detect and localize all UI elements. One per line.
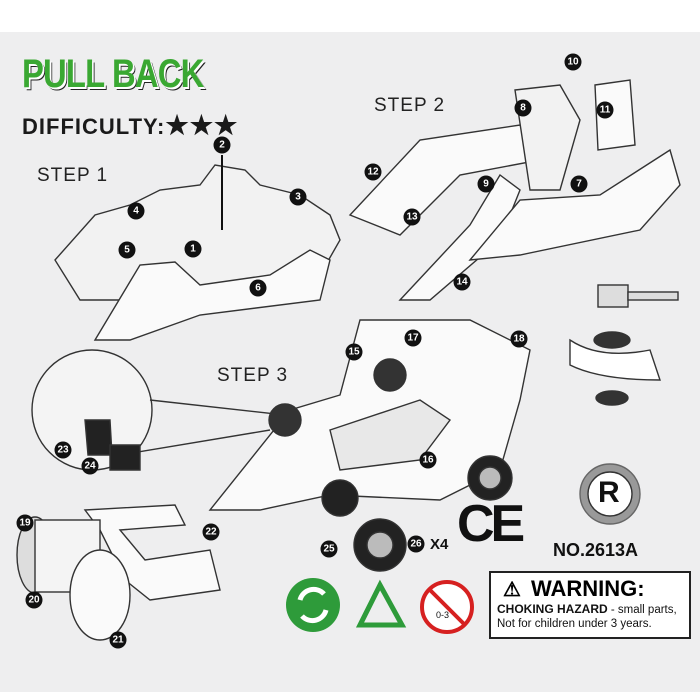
part-number-1: 1 xyxy=(184,240,202,258)
part-number-21: 21 xyxy=(109,631,127,649)
part-number-14: 14 xyxy=(453,273,471,291)
part-number-7: 7 xyxy=(570,175,588,193)
part-number-11: 11 xyxy=(596,101,614,119)
part-number-18: 18 xyxy=(510,330,528,348)
part-number-8: 8 xyxy=(514,99,532,117)
part-number-26: 26 xyxy=(407,535,425,553)
product-title: PULL BACK xyxy=(22,52,204,96)
part-number-2: 2 xyxy=(213,136,231,154)
recycle-icon xyxy=(355,579,407,628)
ce-mark: CE xyxy=(457,495,525,553)
warning-box: ⚠WARNING: CHOKING HAZARD - small parts, … xyxy=(489,571,691,639)
age-warning: Not for children under 3 years. xyxy=(497,618,652,630)
part-number-23: 23 xyxy=(54,441,72,459)
part-number-3: 3 xyxy=(289,188,307,206)
difficulty-rating: DIFFICULTY:★★★ xyxy=(22,110,238,141)
warning-heading: WARNING: xyxy=(530,576,645,601)
hazard-text: - small parts, xyxy=(607,604,677,616)
hazard-label: CHOKING HAZARD xyxy=(497,602,608,616)
warning-triangle-icon: ⚠ xyxy=(503,578,521,601)
registered-mark: R xyxy=(598,476,620,509)
part-number-22: 22 xyxy=(202,523,220,541)
difficulty-stars: ★★★ xyxy=(165,110,239,140)
part-number-15: 15 xyxy=(345,343,363,361)
part-number-10: 10 xyxy=(564,53,582,71)
part-number-13: 13 xyxy=(403,208,421,226)
part-number-20: 20 xyxy=(25,591,43,609)
model-number: NO.2613A xyxy=(553,540,639,560)
green-dot-icon xyxy=(286,578,340,632)
part-number-19: 19 xyxy=(16,514,34,532)
part-number-24: 24 xyxy=(81,457,99,475)
part-number-16: 16 xyxy=(419,451,437,469)
part-number-25: 25 xyxy=(320,540,338,558)
step-1-label: STEP 1 xyxy=(37,165,109,186)
part-number-17: 17 xyxy=(404,329,422,347)
part-number-4: 4 xyxy=(127,202,145,220)
difficulty-label: DIFFICULTY: xyxy=(22,114,166,139)
part-number-9: 9 xyxy=(477,175,495,193)
age-label: 0-3 xyxy=(436,610,450,620)
step-2-label: STEP 2 xyxy=(374,95,446,116)
part-number-5: 5 xyxy=(118,241,136,259)
part-number-6: 6 xyxy=(249,279,267,297)
wheel-quantity: X4 xyxy=(430,536,449,553)
step-3-label: STEP 3 xyxy=(217,365,289,386)
part-number-12: 12 xyxy=(364,163,382,181)
